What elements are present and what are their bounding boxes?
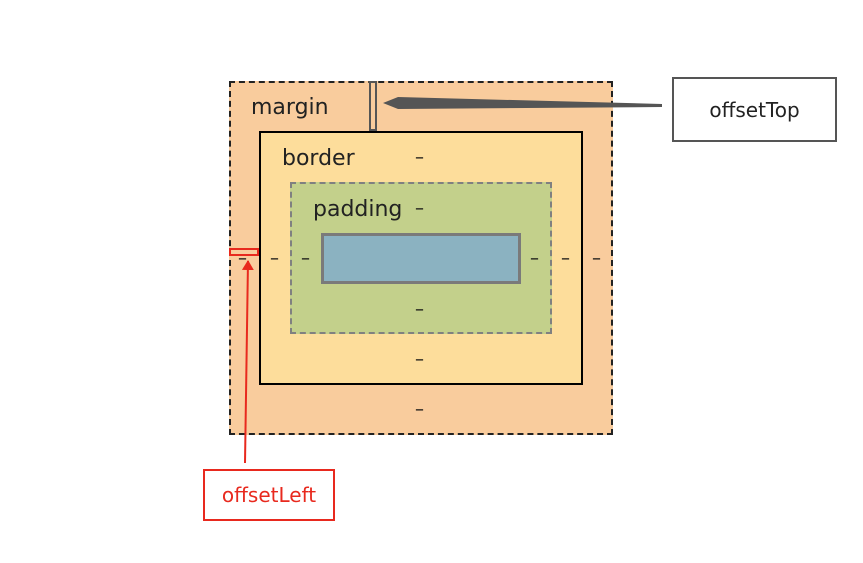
offset-top-callout: offsetTop [672,77,837,142]
padding-bottom-dash: – [415,299,424,320]
padding-right-dash: – [530,248,539,269]
border-left-dash: – [270,248,279,269]
border-bottom-dash: – [415,349,424,370]
margin-bottom-dash: – [415,399,424,420]
offset-left-marker [229,248,259,256]
offset-top-marker [369,81,377,131]
content-box [321,233,521,284]
offset-left-label: offsetLeft [221,483,317,507]
margin-label: margin [251,95,329,120]
border-right-dash: – [561,248,570,269]
border-top-dash: – [415,147,424,168]
margin-right-dash: – [592,248,601,269]
border-label: border [282,146,355,171]
offset-left-callout: offsetLeft [203,469,335,521]
offset-top-label: offsetTop [709,97,800,122]
padding-top-dash: – [415,198,424,219]
padding-label: padding [313,197,403,222]
offset-left-arrow [241,260,254,464]
offset-top-arrow [383,97,662,109]
padding-left-dash: – [301,248,310,269]
margin-left-dash: – [238,248,247,269]
